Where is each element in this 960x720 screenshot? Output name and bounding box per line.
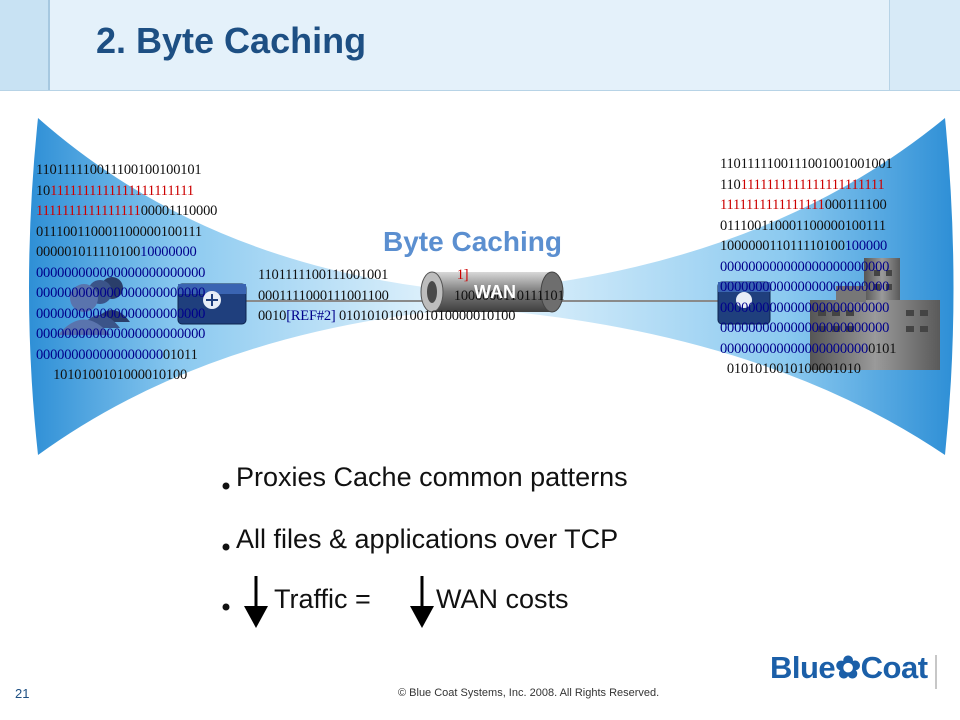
- bit-segment: 0010: [258, 308, 287, 324]
- bit-segment: 110111110011100100100101: [36, 162, 202, 178]
- building-icon: [810, 258, 940, 370]
- bit-segment: 110: [720, 176, 741, 193]
- bit-line: 000000000000000000000000: [36, 304, 217, 325]
- bit-segment: 011100110001100000100111: [720, 217, 886, 234]
- bullet-item-2: All files & applications over TCP: [236, 524, 619, 554]
- byte-caching-label: Byte Caching: [383, 226, 562, 257]
- bit-segment: 000000000000000000000000: [36, 285, 206, 301]
- bit-segment: 01011: [162, 346, 198, 363]
- bit-line: 1111111111111111000111100: [720, 195, 896, 216]
- bit-segment: 000000000000000000000000: [720, 258, 890, 275]
- bit-segment: 0101010010100001010: [720, 361, 861, 377]
- bit-segment: 000000000000000000000000: [720, 320, 890, 336]
- bit-line: 011100110001100000100111: [36, 222, 217, 243]
- down-arrow-icon-1: [244, 576, 268, 628]
- middle-bitstream: 1101111100111001001 1]000111100011100110…: [258, 265, 565, 327]
- header-side-band: [0, 0, 48, 90]
- bit-segment: 0101010101001010000010100: [335, 308, 516, 324]
- bit-line: 1101111100111001001001001: [720, 154, 896, 175]
- bit-line: 00000000000000000001011: [36, 345, 217, 366]
- left-beam: [29, 118, 470, 455]
- bullet-dot-1: [222, 482, 230, 490]
- bit-segment: 100000011011110100: [720, 238, 845, 254]
- bullet-item-3b: WAN costs: [436, 584, 569, 614]
- bit-line: 000000000000000000000000: [720, 298, 896, 319]
- bit-line: 000000000000000000000000: [720, 318, 896, 339]
- header-divider: [48, 0, 50, 90]
- bullet-item-3a: Traffic =: [274, 584, 371, 614]
- bit-line: 1101111111111111111111111: [720, 175, 896, 196]
- bit-segment: 1000000110111101: [453, 287, 565, 304]
- copyright: © Blue Coat Systems, Inc. 2008. All Righ…: [398, 687, 660, 699]
- bit-segment: 1101111100111001001001001: [720, 156, 893, 172]
- bit-segment: 000000000000000000: [36, 346, 163, 363]
- bit-line: 0101010010100001010: [720, 359, 896, 380]
- bit-line: 000000000000000000000000: [36, 263, 217, 284]
- bit-segment: 1010100101000010100: [36, 367, 188, 383]
- bullet-dot-3: [222, 603, 230, 611]
- bit-segment: 000000000000000000000000: [36, 326, 206, 342]
- bit-segment: 00001110000: [140, 203, 218, 219]
- bit-line: 0010[REF#2] 0101010101001010000010100: [258, 306, 564, 327]
- bit-line: 110111110011100100100101: [36, 160, 217, 181]
- proxy-appliance-icon-left: [177, 283, 247, 325]
- bit-line: 0000000000000000000000101: [720, 339, 896, 360]
- bit-segment: 1111111111111111: [36, 203, 141, 219]
- bit-line: 1010100101000010100: [36, 365, 217, 386]
- bit-segment: 10000000: [140, 244, 197, 260]
- bit-segment: 1111111111111111: [720, 197, 825, 213]
- bit-segment: 000000000000000000000: [720, 340, 869, 357]
- bit-line: 000000000000000000000000: [36, 283, 217, 304]
- down-arrow-icon-2: [410, 576, 434, 628]
- bit-segment: 000000000000000000000000: [36, 305, 206, 322]
- bit-segment: 1111111111111111111111: [740, 176, 885, 193]
- bullet-item-1: Proxies Cache common patterns: [236, 462, 628, 492]
- bit-line: 0001111000111001100 1000000110111101: [258, 286, 565, 307]
- bit-segment: 0001111000111001100: [258, 287, 389, 304]
- bit-segment: 1]: [456, 267, 469, 283]
- bit-segment: 10: [36, 182, 51, 199]
- logo-separator: [935, 655, 937, 689]
- bit-segment: 100000: [844, 238, 888, 254]
- bit-line: 00000101111010010000000: [36, 242, 217, 263]
- wan-label: WAN: [474, 282, 516, 302]
- bit-line: 111111111111111100001110000: [36, 201, 217, 222]
- slide-title: 2. Byte Caching: [96, 20, 367, 61]
- bit-segment: 000000000000000000000000: [720, 279, 890, 295]
- bit-segment: 000001011110100: [36, 244, 141, 260]
- bit-segment: 1101111100111001001: [258, 267, 389, 283]
- bit-segment: 1111111111111111111111: [50, 182, 194, 199]
- bit-line: 100000011011110100100000: [720, 236, 896, 257]
- bit-line: 000000000000000000000000: [720, 257, 896, 278]
- bluecoat-logo: Blue✿Coat: [770, 650, 928, 685]
- bit-segment: 000000000000000000000000: [36, 264, 206, 281]
- bit-line: 1101111100111001001 1]: [258, 265, 564, 286]
- bit-segment: 000111100: [824, 197, 887, 213]
- bit-line: 000000000000000000000000: [720, 277, 896, 298]
- bit-segment: [388, 267, 457, 283]
- bit-segment: 000000000000000000000000: [720, 299, 890, 316]
- bit-line: 101111111111111111111111: [36, 181, 217, 202]
- proxy-appliance-icon-right: [717, 281, 771, 325]
- header-right-panel: [889, 0, 960, 90]
- bit-line: 000000000000000000000000: [36, 324, 217, 345]
- page-number: 21: [15, 686, 30, 701]
- users-icon: [58, 277, 130, 335]
- header-band: [0, 0, 960, 91]
- bullet-dot-2: [222, 543, 230, 551]
- bit-segment: [REF#2]: [286, 308, 336, 324]
- bit-segment: 011100110001100000100111: [36, 223, 202, 240]
- bit-segment: 0101: [868, 340, 897, 357]
- bit-line: 011100110001100000100111: [720, 216, 896, 237]
- right-beam: [470, 118, 954, 455]
- bit-segment: [389, 288, 454, 304]
- wan-pipe-icon: [420, 271, 564, 313]
